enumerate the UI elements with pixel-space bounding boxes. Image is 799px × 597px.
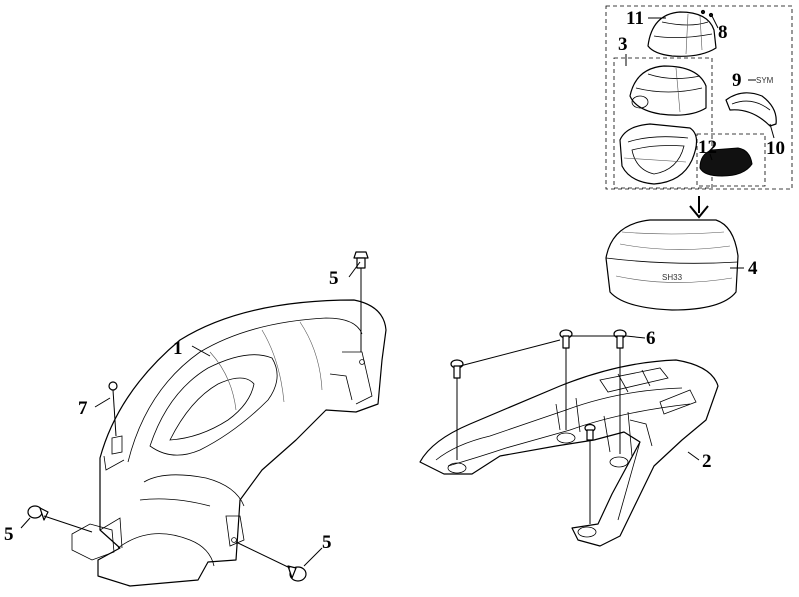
carrier-bolt-4 (584, 423, 596, 524)
assembly-arrow (689, 196, 709, 219)
callout-5-left: 5 (4, 524, 14, 545)
top-case-part-4: SH33 (605, 219, 739, 311)
callout-10: 10 (766, 138, 785, 159)
callout-numbers: 1 2 3 4 5 5 5 6 7 8 9 10 11 12 (4, 8, 785, 553)
lid-cover-part-11 (647, 11, 717, 57)
callout-12: 12 (698, 137, 717, 158)
leader-lines (20, 15, 775, 567)
callout-5-top: 5 (329, 268, 339, 289)
callout-9: 9 (732, 70, 742, 91)
pad-dashed-box (696, 133, 766, 187)
callout-11: 11 (626, 8, 644, 29)
callout-8: 8 (718, 22, 728, 43)
case-badge: SH33 (662, 273, 683, 282)
rear-fender-part-1 (71, 299, 387, 587)
screws-part-8 (700, 9, 714, 18)
rear-carrier-part-2 (419, 359, 719, 547)
callout-2: 2 (702, 451, 712, 472)
screw-part-7 (108, 381, 118, 437)
emblem-part-9: SYM (756, 76, 774, 85)
kit-inner-dashed-box (613, 57, 713, 189)
top-case-kit-box (605, 5, 793, 190)
callout-7: 7 (78, 398, 88, 419)
callout-5-right: 5 (322, 532, 332, 553)
tray-part-3 (619, 123, 698, 185)
callout-3: 3 (618, 34, 628, 55)
flange-bolt-right-part-5 (235, 541, 307, 582)
lid-shell-part-3 (629, 65, 707, 116)
flange-bolt-top-part-5 (353, 251, 369, 352)
callout-4: 4 (748, 258, 758, 279)
emblem-text: SYM (756, 76, 774, 85)
callout-6: 6 (646, 328, 656, 349)
flange-bolt-left-part-5 (27, 505, 93, 533)
carrier-bolt-3 (613, 329, 627, 454)
carrier-bolt-2 (559, 329, 573, 430)
backrest-part-10 (725, 92, 777, 127)
kit-outer-dashed-box (605, 5, 793, 190)
pad-part-12 (699, 147, 753, 177)
callout-1: 1 (173, 338, 183, 359)
